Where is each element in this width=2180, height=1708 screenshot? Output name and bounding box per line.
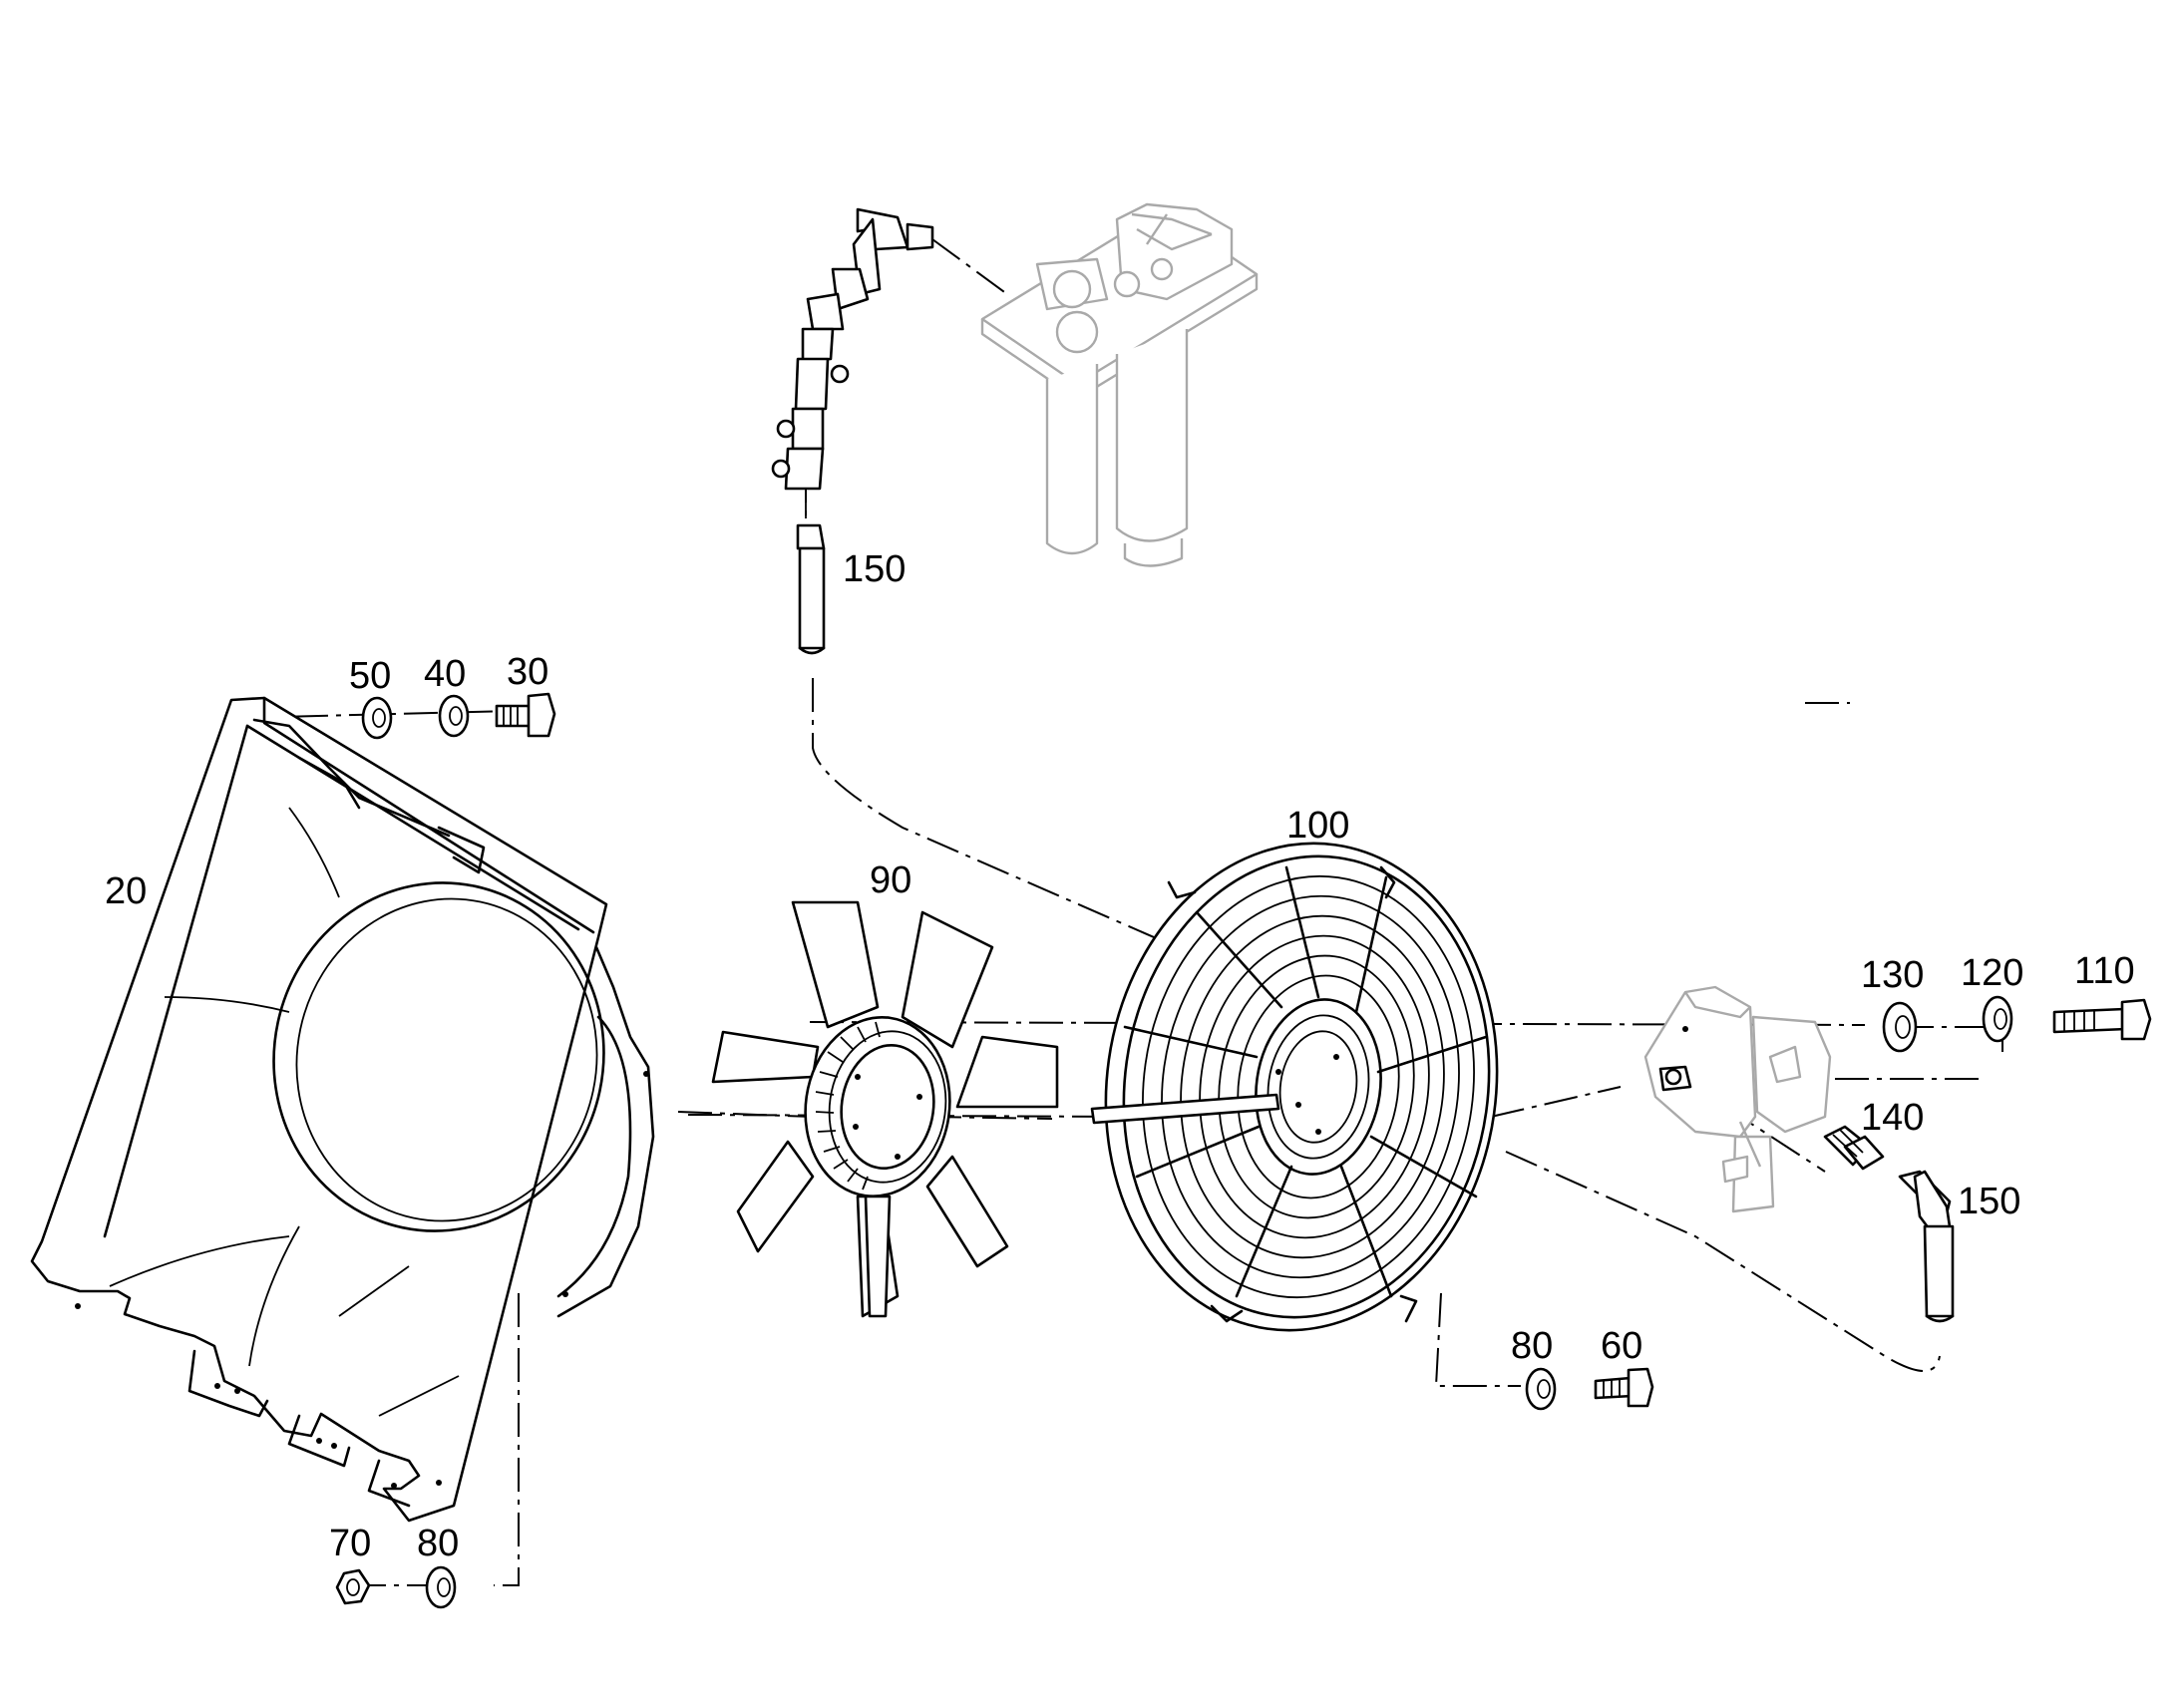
callout-90: 90 xyxy=(870,859,911,901)
callout-100: 100 xyxy=(1286,805,1349,847)
hydraulic-hose-icon xyxy=(771,207,934,655)
washer-icon-80-right xyxy=(1525,1367,1557,1411)
callout-labels: 20 50 40 30 150 90 100 130 120 110 140 1… xyxy=(105,548,2135,1564)
washer-icon-130 xyxy=(1882,1001,1918,1053)
callout-30: 30 xyxy=(507,651,548,693)
washer-icon-80-left xyxy=(425,1565,457,1609)
callout-80-left: 80 xyxy=(417,1523,459,1564)
washer-icon-120 xyxy=(1982,995,2013,1043)
callout-80-right: 80 xyxy=(1511,1325,1553,1367)
fan-blade-icon xyxy=(711,900,1059,1318)
callout-60: 60 xyxy=(1601,1325,1642,1367)
callout-70: 70 xyxy=(329,1523,371,1564)
washer-icon-50 xyxy=(361,696,393,740)
callout-150-right: 150 xyxy=(1958,1181,2020,1222)
callout-40: 40 xyxy=(424,653,466,695)
callout-50: 50 xyxy=(349,655,391,697)
bolt-icon-60 xyxy=(1594,1367,1654,1408)
callout-130: 130 xyxy=(1861,954,1924,996)
callout-110: 110 xyxy=(2074,950,2135,992)
fan-motor-icon xyxy=(1643,985,1832,1213)
fan-shroud-icon xyxy=(30,696,655,1523)
fitting-icon xyxy=(1823,1125,1885,1171)
nut-icon-70 xyxy=(335,1568,371,1605)
hydraulic-hose-icon-lower xyxy=(1898,1170,1955,1323)
bolt-icon-30 xyxy=(495,692,556,738)
washer-icon-40 xyxy=(438,694,470,738)
fan-guard-icon xyxy=(1090,842,1499,1332)
callout-120: 120 xyxy=(1961,952,2023,994)
callout-140: 140 xyxy=(1861,1097,1924,1139)
callout-150-top: 150 xyxy=(843,548,906,590)
filter-housing-icon xyxy=(980,202,1259,567)
bolt-icon-110 xyxy=(2052,998,2152,1041)
callout-20: 20 xyxy=(105,870,147,912)
